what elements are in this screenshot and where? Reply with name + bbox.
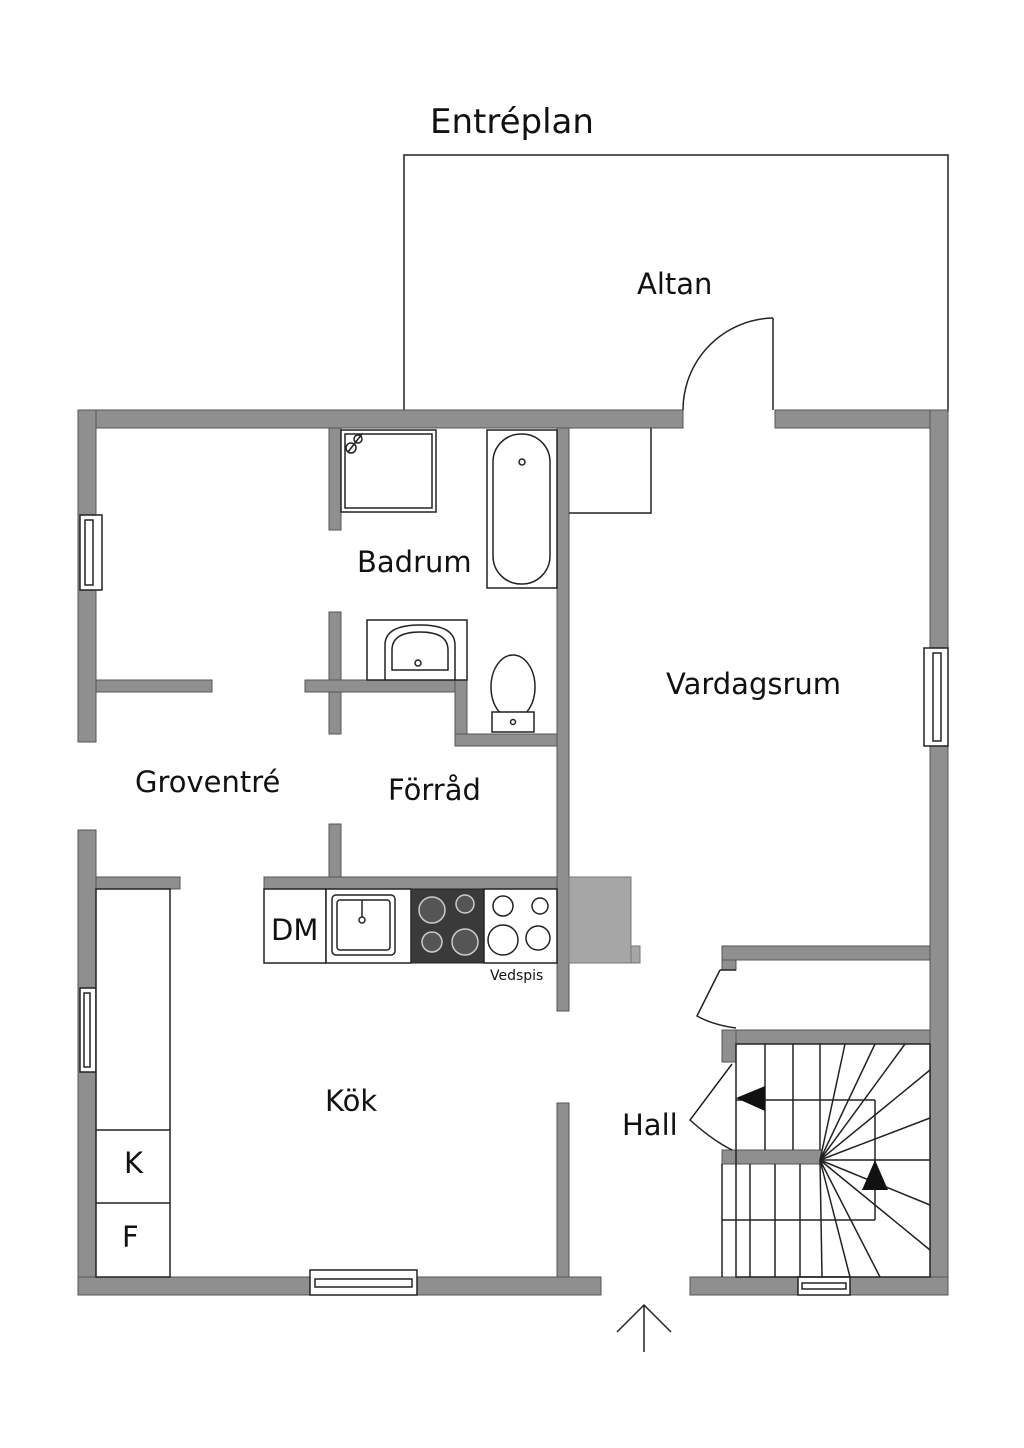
bathroom-fixtures bbox=[340, 429, 558, 733]
room-label-groventre: Groventré bbox=[135, 765, 280, 799]
room-label-forrad: Förråd bbox=[388, 773, 481, 807]
plan-title: Entréplan bbox=[430, 102, 594, 142]
room-label-altan: Altan bbox=[637, 267, 712, 301]
cabinet-outline bbox=[569, 428, 652, 514]
stair-direction-arrow-icon bbox=[736, 1086, 765, 1111]
dishwasher-label: DM bbox=[271, 913, 318, 947]
stove-label: Vedspis bbox=[490, 968, 543, 984]
windows bbox=[79, 514, 949, 1296]
fridge-label: K bbox=[124, 1146, 144, 1180]
room-label-hall: Hall bbox=[622, 1108, 678, 1142]
altan-deck bbox=[403, 154, 949, 412]
room-label-badrum: Badrum bbox=[357, 545, 472, 579]
dishwasher bbox=[263, 888, 327, 964]
fridge-column bbox=[95, 888, 171, 1278]
entrance-arrow-icon bbox=[616, 1303, 672, 1352]
freezer-label: F bbox=[122, 1220, 139, 1254]
kitchen-counter bbox=[263, 888, 558, 964]
stair-direction-arrow-icon bbox=[862, 1160, 888, 1190]
room-label-vardagsrum: Vardagsrum bbox=[666, 667, 841, 701]
doors bbox=[682, 317, 774, 1151]
staircase bbox=[721, 1043, 931, 1278]
room-label-kok: Kök bbox=[325, 1084, 377, 1118]
